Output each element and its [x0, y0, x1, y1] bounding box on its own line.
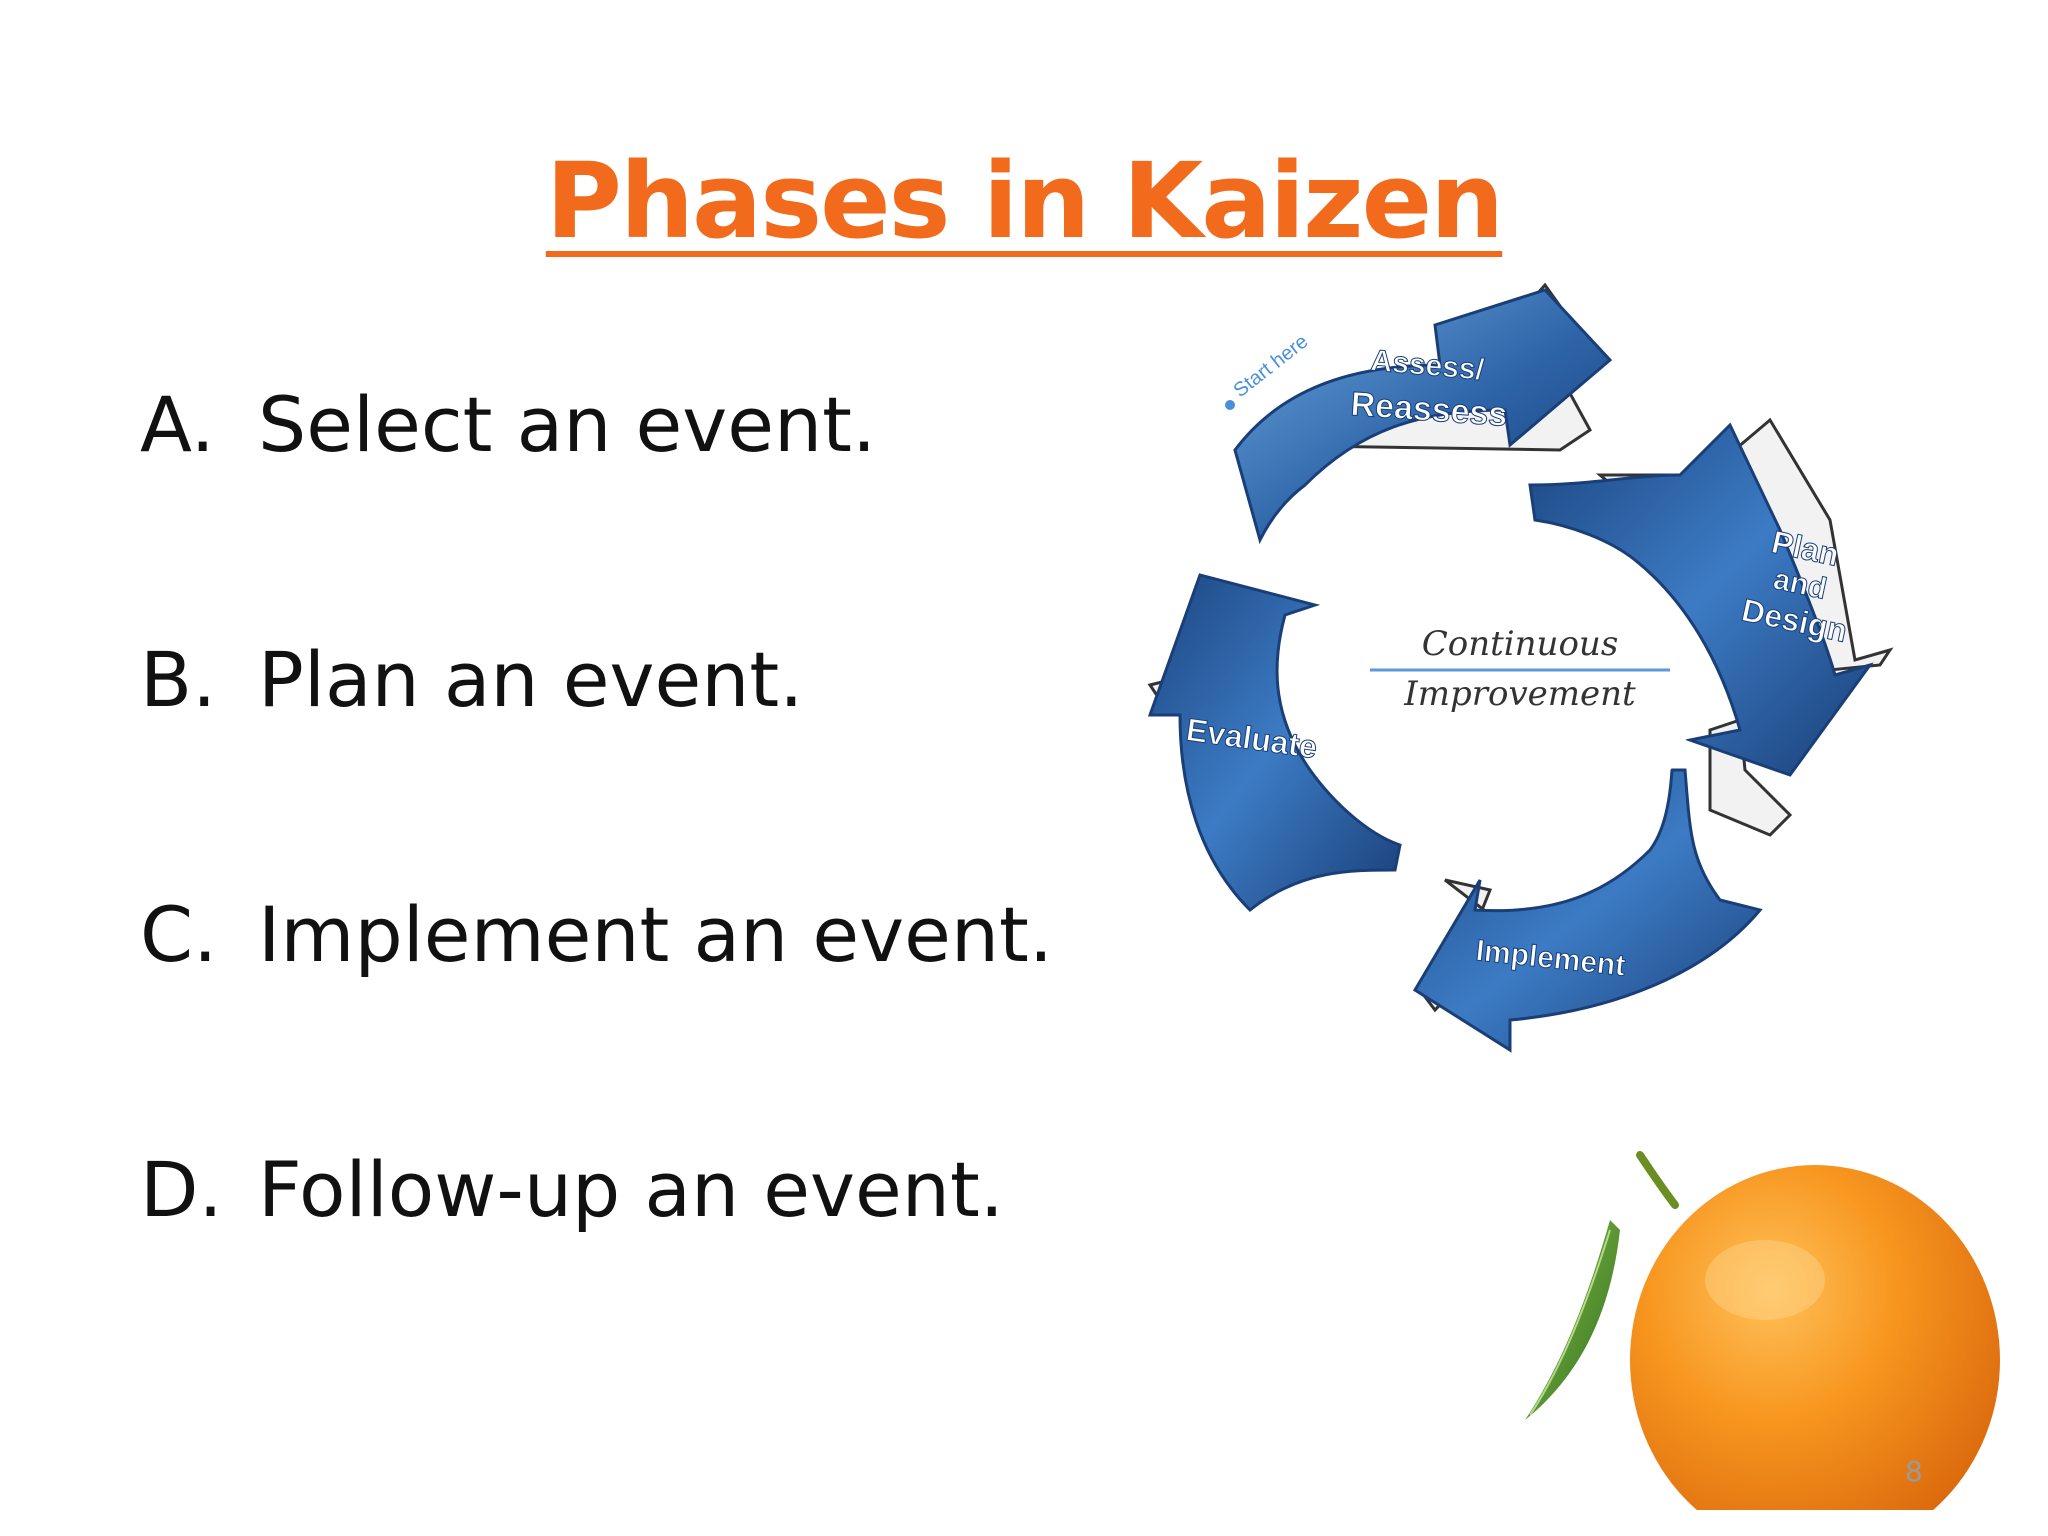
orange-fruit-image — [1525, 1151, 2000, 1510]
slide-title: Phases in Kaizen — [0, 140, 2048, 262]
orange-leaf — [1525, 1220, 1620, 1420]
list-item: B. Plan an event. — [140, 635, 1100, 735]
page-number: 8 — [1905, 1455, 1923, 1488]
list-marker: B. — [140, 635, 217, 724]
list-item: A. Select an event. — [140, 380, 1100, 480]
orange-stem — [1636, 1151, 1679, 1209]
leaf-vein — [1529, 1229, 1611, 1416]
list-item-text: Follow-up an event. — [258, 1145, 1004, 1234]
orange-body — [1630, 1165, 2000, 1510]
continuous-improvement-cycle-diagram: Start here Assess/ Reassess Plan and Des… — [1147, 282, 1894, 1053]
evaluate-arrow — [1147, 573, 1402, 913]
list-item-text: Select an event. — [258, 380, 877, 469]
list-item: C. Implement an event. — [140, 890, 1100, 990]
list-item-text: Plan an event. — [258, 635, 804, 724]
cycle-center — [1305, 525, 1695, 855]
list-item-text: Implement an event. — [258, 890, 1053, 979]
slide-title-text: Phases in Kaizen — [545, 140, 1504, 262]
list-marker: D. — [140, 1145, 223, 1234]
start-here-dot — [1225, 400, 1235, 410]
list-marker: A. — [140, 380, 215, 469]
list-item: D. Follow-up an event. — [140, 1145, 1100, 1245]
list-marker: C. — [140, 890, 218, 979]
plan-and-design-arrow — [1528, 422, 1874, 777]
implement-arrow — [1412, 768, 1763, 1053]
start-here-label: Start here — [1230, 331, 1313, 402]
orange-highlight — [1705, 1240, 1825, 1320]
assess-arrow — [1233, 288, 1613, 545]
center-caption-top: Continuous — [1422, 624, 1619, 664]
center-caption-bottom: Improvement — [1403, 674, 1636, 714]
